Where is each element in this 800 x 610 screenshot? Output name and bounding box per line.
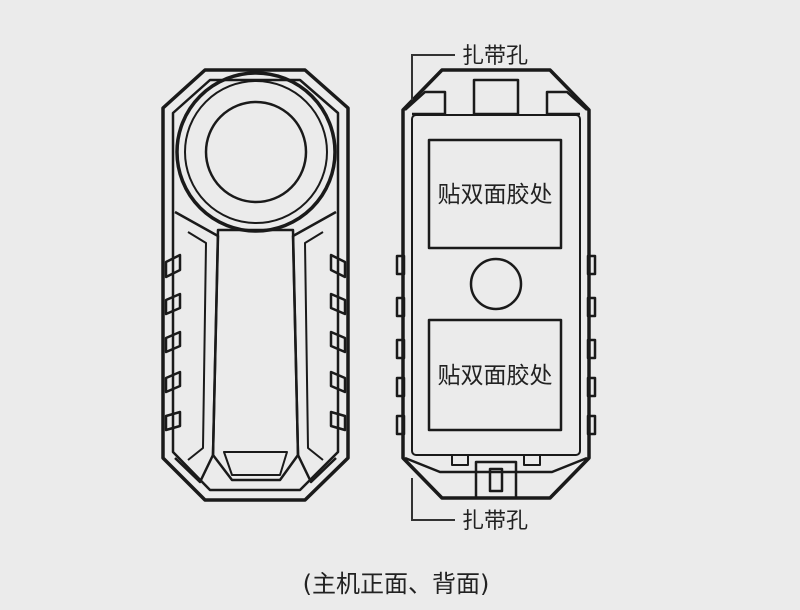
back-left-slats: [395, 254, 406, 436]
strap-hole-top-label: 扎带孔: [462, 44, 528, 69]
front-right-frame: [291, 210, 337, 484]
front-left-frame: [174, 210, 220, 484]
leader-top: [411, 54, 455, 100]
back-bottom-strap-hole: [488, 467, 504, 493]
back-top-notch-left: [404, 90, 447, 116]
caption: (主机正面、背面): [303, 570, 490, 598]
front-speaker-ring-mid: [184, 80, 328, 224]
back-view: [395, 68, 597, 500]
adhesive-area-bottom-label: 贴双面胶处: [438, 363, 553, 389]
back-bottom-strap-frame: [474, 460, 518, 498]
back-top-notch-right: [545, 90, 588, 116]
back-body-outer: [401, 68, 591, 500]
front-left-inner-line: [187, 231, 207, 461]
front-center-ridge-tip: [223, 451, 288, 476]
back-adhesive-pad-bottom: [427, 318, 563, 432]
back-bottom-slot-right: [523, 454, 541, 466]
adhesive-area-top-label: 贴双面胶处: [438, 182, 553, 208]
leader-bottom: [411, 478, 455, 521]
front-view: [161, 68, 350, 502]
front-speaker-ring-outer: [175, 71, 337, 233]
back-bottom-slot-left: [451, 454, 469, 466]
back-right-slats: [586, 254, 597, 436]
strap-hole-bottom-label: 扎带孔: [462, 509, 528, 534]
front-center-ridge: [211, 228, 300, 482]
front-speaker-grille: [204, 100, 308, 204]
back-inner-wall: [411, 114, 581, 456]
callout-leaders: [411, 54, 455, 521]
back-adhesive-pad-top: [427, 138, 563, 250]
front-left-slats: [164, 253, 182, 432]
front-right-slats: [329, 253, 347, 432]
front-body-outer: [161, 68, 350, 502]
back-bottom-step: [404, 456, 588, 474]
back-center-button: [469, 257, 523, 311]
front-body-inner: [171, 78, 340, 492]
back-top-strap-hole: [472, 78, 520, 116]
front-right-inner-line: [304, 231, 324, 461]
